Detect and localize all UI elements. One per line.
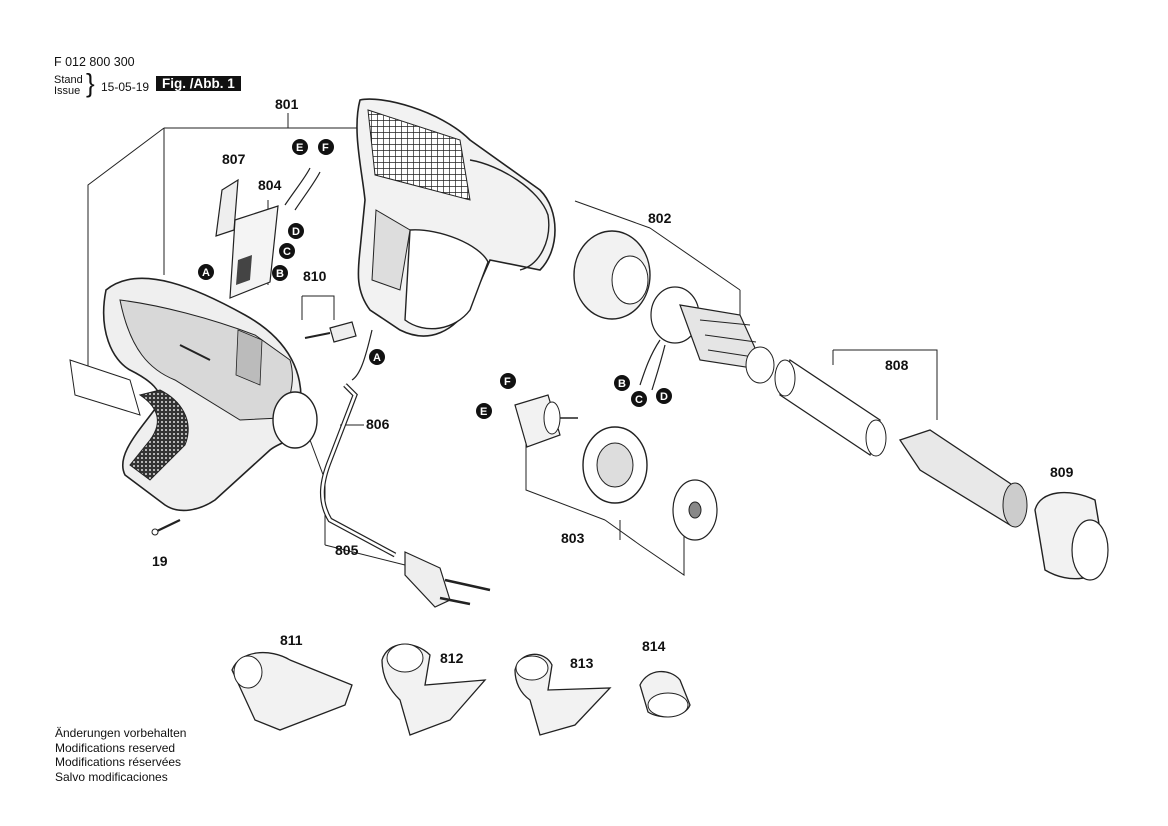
nozzle-ring-809 [1034,491,1109,581]
power-cord-inner [321,384,396,557]
note-fr: Modifications réservées [55,755,182,769]
connector-c-1-label: C [283,246,291,258]
label-811: 811 [280,632,303,648]
connector-c-2-label: C [635,394,643,406]
clamp-screw [304,332,331,339]
label-802: 802 [648,210,672,226]
label-809: 809 [1050,464,1074,480]
modifications-notes: Änderungen vorbehalten Modifications res… [55,726,186,784]
label-805: 805 [335,542,359,558]
connector-e-1 [292,139,308,155]
brace-glyph: } [86,68,95,98]
label-806: 806 [366,416,390,432]
connector-f-1-label: F [322,142,329,154]
stand-label: Stand [54,74,83,86]
connector-a-2 [369,349,385,365]
screw-19-head [151,528,159,536]
note-de: Änderungen vorbehalten [55,726,187,740]
connector-c-1 [279,243,295,259]
label-808: 808 [885,357,909,373]
connector-b-1 [272,265,288,281]
motor-assembly-803 [514,394,718,541]
switch-wires [284,167,321,211]
connector-a-1-label: A [202,267,210,279]
accessory-nozzle-812 [381,643,487,736]
issue-date: 15-05-19 [101,80,150,94]
connector-d-2-label: D [660,391,668,403]
connector-d-2 [656,388,672,404]
label-801: 801 [275,96,299,112]
label-814: 814 [642,638,666,654]
figure-badge: Fig. /Abb. 1 [156,76,241,91]
note-en: Modifications reserved [55,740,176,755]
connector-f-1 [318,139,334,155]
leader-810 [301,295,335,320]
screw-19 [154,519,181,533]
accessory-nozzle-811 [231,651,353,731]
connector-e-2-label: E [480,406,487,418]
connector-a-2-label: A [373,352,381,364]
note-es: Salvo modificaciones [55,769,168,784]
label-813: 813 [570,655,594,671]
cord-wires [351,329,373,381]
issue-label: Issue [54,85,81,97]
accessory-nozzle-814 [639,670,691,718]
connector-c-2 [631,391,647,407]
connector-b-1-label: B [276,268,284,280]
leader-803 [525,440,685,576]
label-803: 803 [561,530,585,546]
leader-808 [832,349,938,420]
label-810: 810 [303,268,327,284]
part-labels: 801 802 803 804 805 806 807 808 809 810 … [152,96,1074,671]
label-804: 804 [258,177,282,193]
housing-right-half [356,98,556,337]
connector-b-2 [614,375,630,391]
connector-f-2 [500,373,516,389]
label-812: 812 [440,650,464,666]
connector-d-1 [288,223,304,239]
plug-pins [439,578,491,606]
switch-terminal [236,255,252,285]
cable-clamp-810 [329,321,357,343]
connector-a-1 [198,264,214,280]
connector-e-2 [476,403,492,419]
accessory-nozzle-813 [514,653,612,736]
housing-left-half [69,277,318,512]
outlet-tube-808 [774,358,1028,528]
label-19: 19 [152,553,168,569]
connector-b-2-label: B [618,378,626,390]
stand-issue-label: Stand Issue [54,75,83,97]
heating-element-802 [573,230,775,391]
connector-e-1-label: E [296,142,303,154]
mains-plug-805 [404,551,451,608]
connector-f-2-label: F [504,376,511,388]
connector-d-1-label: D [292,226,300,238]
connector-markers: A B C D E F A F E B C D [198,139,672,419]
label-807: 807 [222,151,246,167]
part-number: F 012 800 300 [54,55,135,69]
power-cord-806 [319,383,397,558]
leader-801 [87,113,358,375]
